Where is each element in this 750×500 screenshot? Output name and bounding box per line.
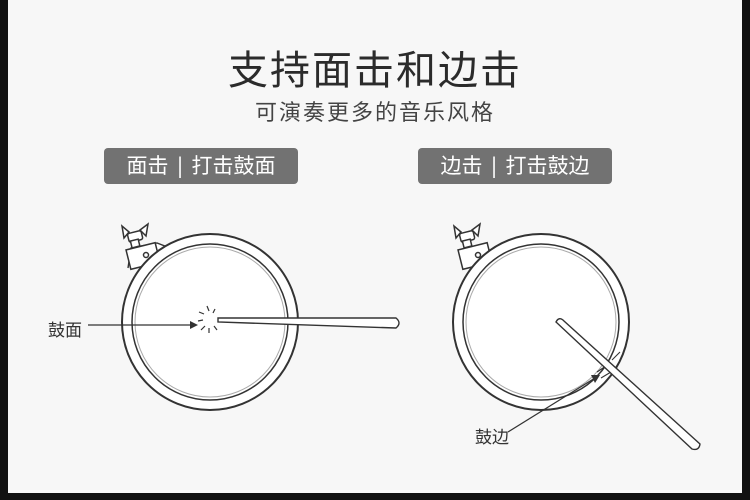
- rim-strike-label: 边击: [440, 154, 483, 178]
- drum-rim-callout: 鼓边: [475, 428, 509, 448]
- face-strike-desc: 打击鼓面: [191, 154, 276, 178]
- face-callout-arrow: [190, 321, 198, 329]
- right-drum-head: [465, 246, 617, 398]
- impact-burst: [197, 305, 218, 333]
- tag-separator: |: [490, 154, 498, 178]
- rim-strike-desc: 打击鼓边: [505, 154, 590, 178]
- rim-strike-tag: 边击 | 打击鼓边: [418, 148, 612, 184]
- left-wing-nut-stem: [129, 238, 141, 249]
- face-strike-label: 面击: [126, 154, 169, 178]
- rim-callout-arrow: [591, 375, 600, 383]
- page-subtitle: 可演奏更多的音乐风格: [254, 101, 495, 126]
- left-wing-nut-left: [120, 224, 131, 240]
- tag-separator: |: [176, 154, 184, 178]
- right-wing-nut-right: [470, 222, 482, 238]
- left-wing-nut-right: [138, 222, 150, 238]
- left-drum-pad: [88, 222, 400, 411]
- drum-face-callout: 鼓面: [48, 321, 82, 341]
- right-drum-pad: [452, 222, 701, 451]
- rim-callout-line: [507, 377, 596, 433]
- page-title: 支持面击和边击: [228, 48, 522, 94]
- right-drum-outer-rim: [452, 233, 630, 411]
- right-drumstick: [555, 318, 701, 451]
- left-drumstick: [217, 317, 400, 329]
- left-drum-bracket-hole: [142, 251, 150, 259]
- right-drum-inner-rim: [462, 243, 620, 401]
- right-wing-nut-stem: [461, 238, 473, 249]
- face-strike-tag: 面击 | 打击鼓面: [104, 148, 298, 184]
- right-wing-nut-left: [452, 224, 463, 240]
- right-drum-bracket-hole: [474, 251, 482, 259]
